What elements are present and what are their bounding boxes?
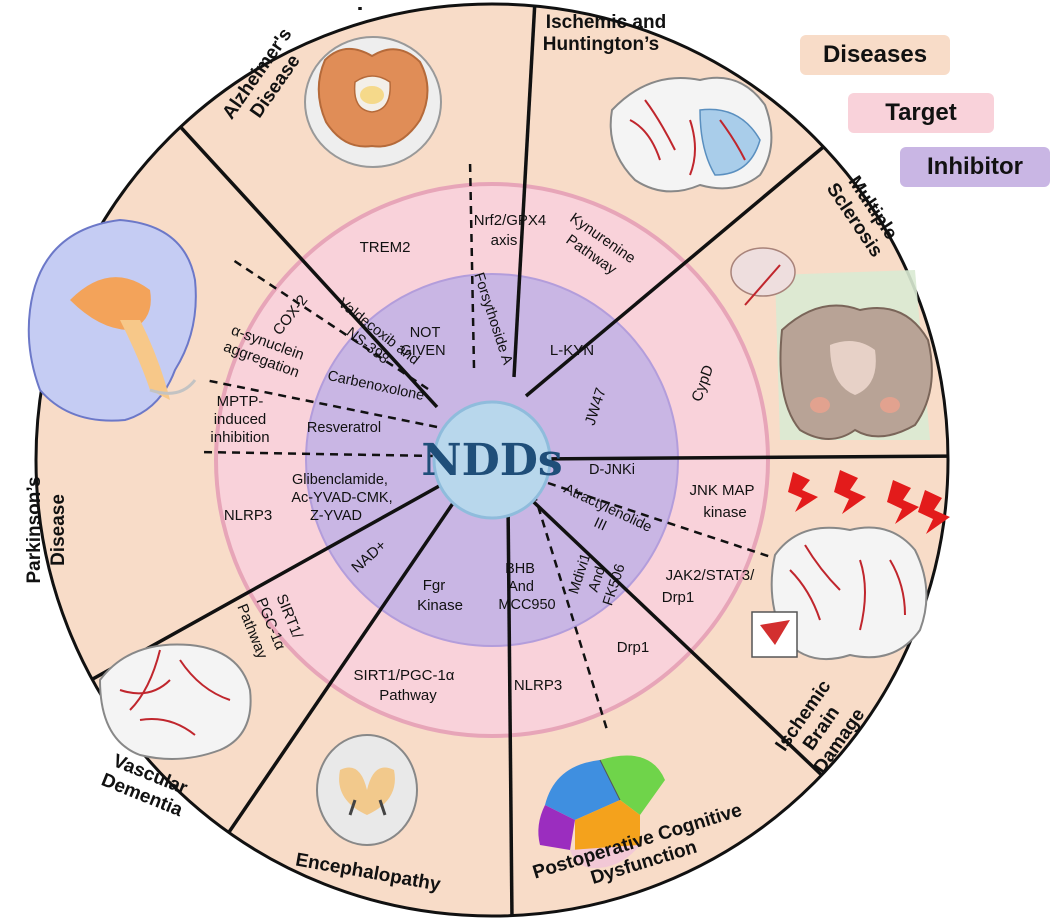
target-trem2: TREM2 xyxy=(360,239,411,256)
dashed-separators xyxy=(199,159,781,734)
target-nlrp3-bottom: NLRP3 xyxy=(514,677,562,694)
brain-coronal-alzheimers-icon xyxy=(304,36,442,168)
legend-target-label: Target xyxy=(885,99,957,126)
brain-multiple-sclerosis-icon xyxy=(730,247,933,440)
brain-lobes-colored-icon xyxy=(538,755,665,869)
sector-dividers xyxy=(54,4,948,916)
inhibitor-glibenclamide: Glibenclamide,Ac-YVAD-CMK,Z-YVAD xyxy=(291,472,392,524)
legend-diseases: Diseases xyxy=(800,35,950,75)
center-label: NDDs xyxy=(421,435,562,486)
brain-coronal-ischemic-icon xyxy=(609,76,773,193)
brain-vascular-icon xyxy=(98,643,252,760)
legend-diseases-label: Diseases xyxy=(822,41,928,68)
lightning-bolts-icon xyxy=(788,470,950,534)
center-hub xyxy=(432,400,552,520)
legend-inhibitor-label: Inhibitor xyxy=(927,153,1023,180)
target-jak2-stat3: JAK2/STAT3/Drp1 xyxy=(662,567,755,606)
target-sirt1-pgc-vascular: SIRT1/PGC-1αPathway xyxy=(233,586,308,661)
inhibitor-resveratrol: Resveratrol xyxy=(307,420,381,436)
inhibitor-d-jnki: D-JNKi xyxy=(589,462,635,478)
legend-inhibitor: Inhibitor xyxy=(900,147,1050,187)
legend-target: Target xyxy=(848,93,994,133)
target-drp1: Drp1 xyxy=(617,639,650,656)
brain-encephalopathy-icon xyxy=(316,734,418,846)
brain-ischemic-damage-icon xyxy=(751,526,928,661)
inhibitor-l-kyn: L-KYN xyxy=(550,342,594,359)
target-nlrp3-left: NLRP3 xyxy=(224,507,272,524)
brain-sagittal-parkinsons-icon xyxy=(27,218,197,422)
